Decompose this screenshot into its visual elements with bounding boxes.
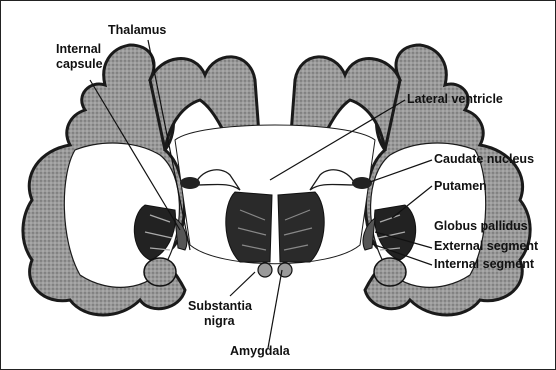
label-putamen: Putamen (434, 179, 487, 193)
label-substantia-nigra-line1: Substantia (188, 299, 253, 313)
label-internal-capsule-line2: capsule (56, 57, 103, 71)
label-amygdala: Amygdala (230, 344, 291, 358)
substantia-nigra (258, 263, 292, 277)
label-thalamus: Thalamus (108, 23, 166, 37)
label-internal-segment: Internal segment (434, 257, 535, 271)
label-substantia-nigra-line2: nigra (204, 314, 236, 328)
label-lateral-ventricle: Lateral ventricle (407, 92, 503, 106)
label-internal-capsule-line1: Internal (56, 42, 101, 56)
label-external-segment: External segment (434, 239, 539, 253)
label-caudate-nucleus: Caudate nucleus (434, 152, 534, 166)
white-matter (64, 125, 485, 287)
label-globus-pallidus: Globus pallidus: (434, 219, 532, 233)
